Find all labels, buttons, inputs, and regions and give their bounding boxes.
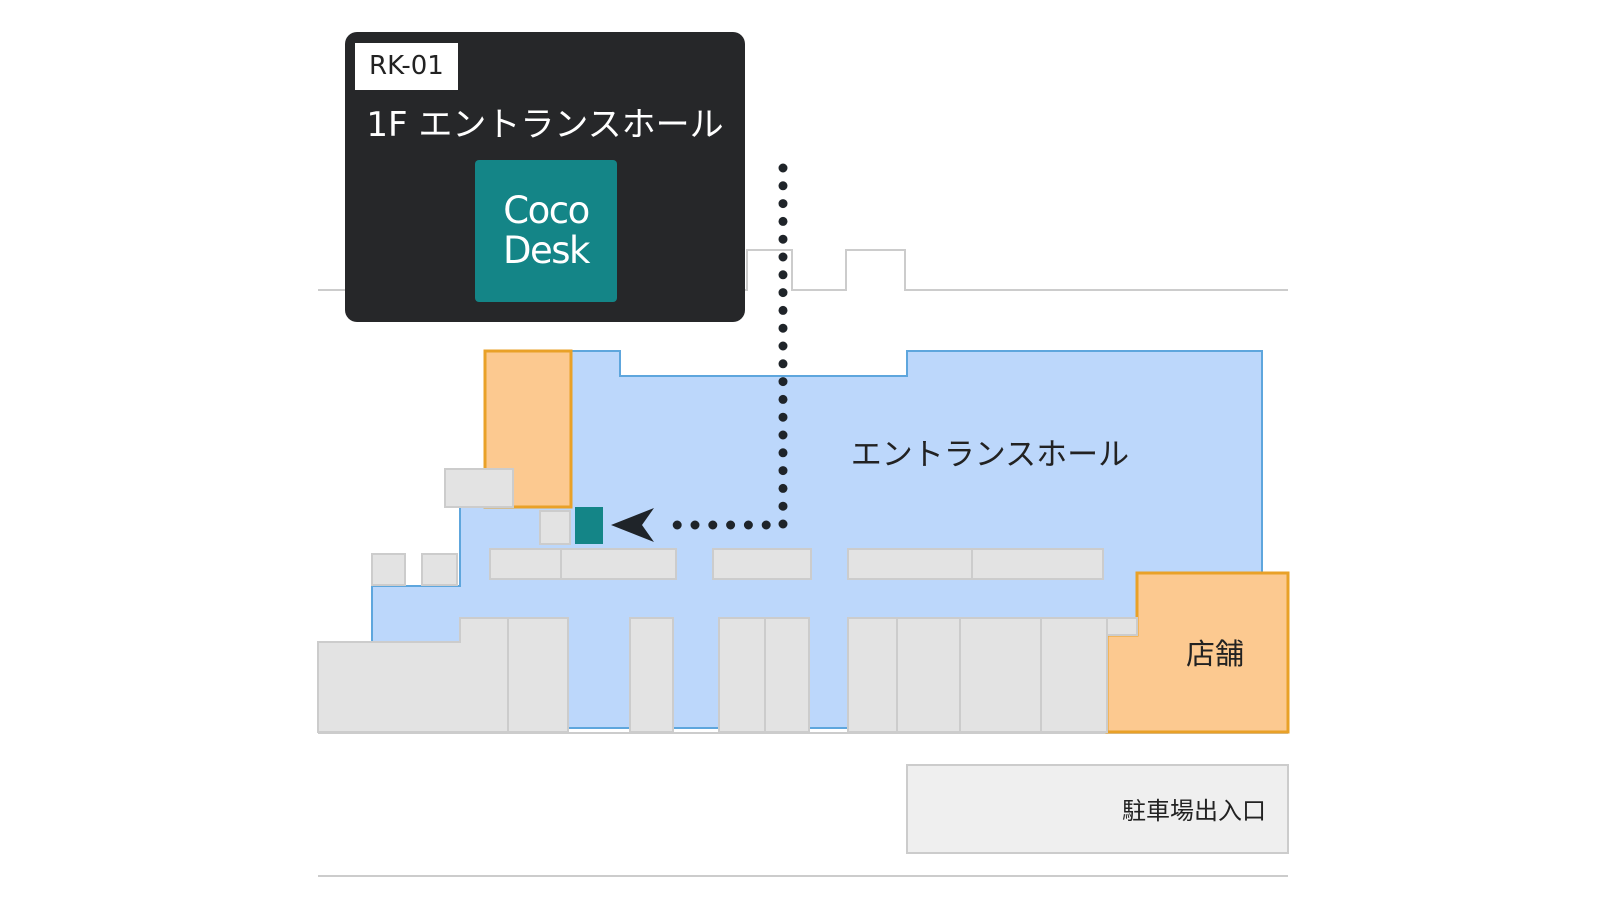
room-block (896, 617, 961, 733)
counter-block (539, 510, 571, 545)
room-block (1106, 617, 1138, 636)
parking-entrance-block (906, 764, 1289, 854)
room-block (764, 617, 810, 733)
room-block (1040, 617, 1108, 733)
counter-block (371, 553, 406, 586)
route-path (655, 163, 788, 530)
logo-line-2: Desk (503, 229, 590, 272)
counter-block (421, 553, 458, 586)
counter-block (971, 548, 1104, 580)
shop-block-upper (483, 349, 573, 509)
room-block (959, 617, 1042, 733)
location-callout: RK-01 1F エントランスホール Coco Desk (345, 32, 745, 322)
counter-block (847, 548, 973, 580)
location-code-badge: RK-01 (355, 43, 458, 90)
room-block (718, 617, 766, 733)
location-title: 1F エントランスホール (366, 105, 724, 145)
cocodesk-booth-marker (575, 507, 603, 544)
counter-block (489, 548, 562, 580)
counter-block (560, 548, 677, 580)
room-block (507, 617, 569, 733)
cocodesk-logo: Coco Desk (475, 160, 617, 302)
route-arrowhead-icon (611, 508, 654, 542)
room-block (629, 617, 674, 733)
counter-block (444, 468, 514, 508)
shop-label: 店舗 (1186, 637, 1244, 671)
hall-label: エントランスホール (851, 437, 1129, 473)
logo-line-1: Coco (503, 189, 590, 232)
building-outline (318, 249, 1288, 291)
counter-block (712, 548, 812, 580)
parking-label: 駐車場出入口 (1122, 797, 1266, 825)
room-block (847, 617, 898, 733)
